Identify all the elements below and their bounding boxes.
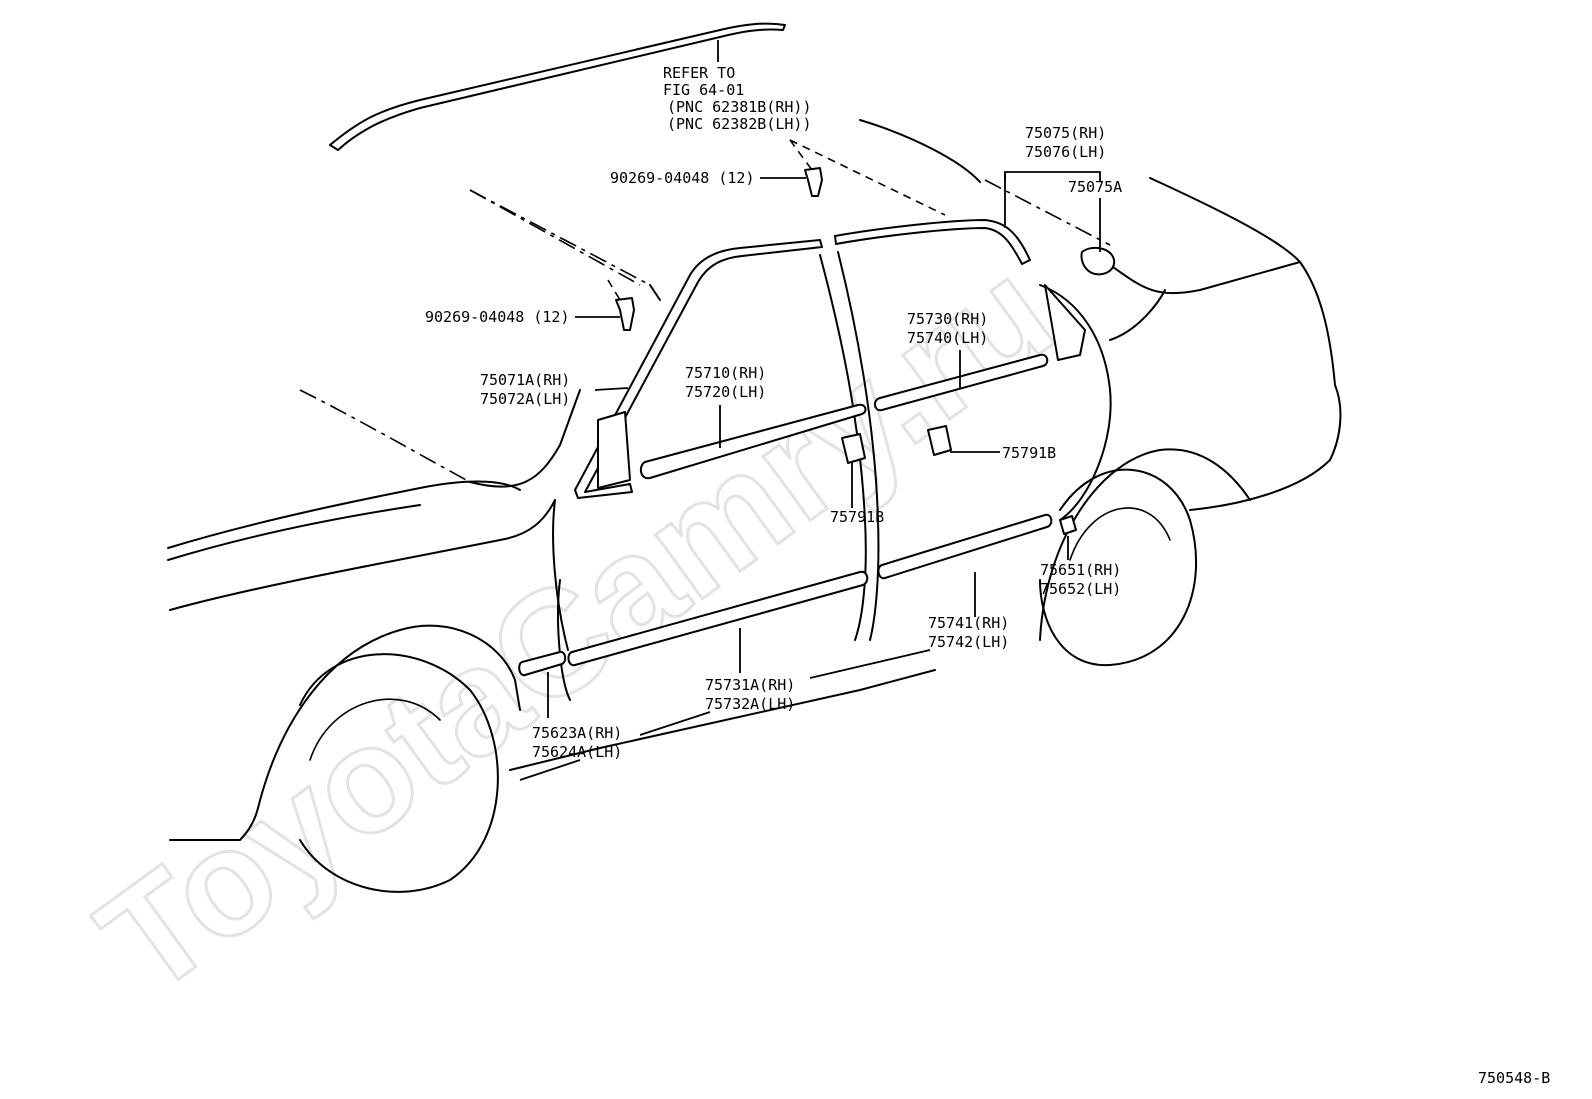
clip-screw-upper bbox=[804, 167, 823, 197]
clip-screw-lower bbox=[615, 297, 635, 331]
b-pillar-line-2 bbox=[837, 251, 880, 641]
front-tire bbox=[299, 653, 499, 893]
refer-note-line4: (PNC 62382B(LH)) bbox=[667, 115, 812, 133]
label-front-frame-rh[interactable]: 75071A(RH) bbox=[480, 371, 570, 389]
rocker-line bbox=[509, 669, 936, 771]
front-door-frame-molding bbox=[574, 239, 823, 499]
rear-roof-dashed bbox=[984, 179, 1111, 246]
label-fender-lh[interactable]: 75624A(LH) bbox=[532, 743, 622, 761]
rear-arch bbox=[1039, 448, 1251, 641]
rear-quarter bbox=[1109, 289, 1166, 341]
rear-window-edge bbox=[859, 119, 981, 183]
refer-note-line1: REFER TO bbox=[663, 64, 735, 82]
leader-lines bbox=[519, 40, 1101, 781]
a-pillar bbox=[649, 284, 661, 301]
labels: REFER TO FIG 64-01 (PNC 62381B(RH)) (PNC… bbox=[425, 64, 1550, 1087]
rear-belt-molding bbox=[874, 353, 1049, 412]
front-bumper-lower bbox=[169, 807, 259, 841]
rear-end-piece bbox=[1059, 515, 1077, 535]
windshield-top bbox=[469, 189, 651, 286]
front-body bbox=[169, 499, 556, 611]
fender-molding bbox=[518, 650, 567, 677]
label-front-side-lh[interactable]: 75732A(LH) bbox=[705, 695, 795, 713]
label-clip-lower[interactable]: 90269-04048 (12) bbox=[425, 308, 570, 326]
label-clip-upper[interactable]: 90269-04048 (12) bbox=[610, 169, 755, 187]
hood-centerline bbox=[299, 389, 471, 483]
label-rear-belt-lh[interactable]: 75740(LH) bbox=[907, 329, 988, 347]
front-tire-inner bbox=[309, 698, 441, 761]
rear-tire bbox=[1039, 468, 1198, 667]
moldings bbox=[518, 167, 1116, 677]
trunk-top bbox=[1149, 177, 1336, 386]
label-rear-upper-lh[interactable]: 75076(LH) bbox=[1025, 143, 1106, 161]
label-rear-belt-rh[interactable]: 75730(RH) bbox=[907, 310, 988, 328]
clip-b-front bbox=[841, 433, 866, 464]
front-corner-piece bbox=[597, 411, 631, 489]
rear-door-rear-edge bbox=[1039, 284, 1112, 521]
car-body bbox=[167, 22, 1342, 893]
rear-side-molding bbox=[877, 513, 1053, 580]
rear-quarter-window-trim bbox=[1044, 284, 1086, 361]
figure-id: 750548-B bbox=[1478, 1069, 1550, 1087]
hood-line bbox=[167, 480, 521, 549]
rear-door-frame-molding bbox=[834, 219, 1031, 265]
label-rear-end-lh[interactable]: 75652(LH) bbox=[1040, 580, 1121, 598]
label-front-belt-rh[interactable]: 75710(RH) bbox=[685, 364, 766, 382]
clip-b-rear bbox=[927, 425, 952, 456]
windshield-base bbox=[469, 389, 581, 488]
trunk-deck bbox=[1099, 257, 1301, 295]
label-rear-end-rh[interactable]: 75651(RH) bbox=[1040, 561, 1121, 579]
label-clip-b-lower[interactable]: 75791B bbox=[830, 508, 884, 526]
roof-dashed bbox=[469, 189, 641, 286]
label-front-side-rh[interactable]: 75731A(RH) bbox=[705, 676, 795, 694]
label-clip-b-right[interactable]: 75791B bbox=[1002, 444, 1056, 462]
label-front-belt-lh[interactable]: 75720(LH) bbox=[685, 383, 766, 401]
refer-note-line2: FIG 64-01 bbox=[663, 81, 744, 99]
rocker-line-2 bbox=[557, 579, 571, 701]
label-rear-side-lh[interactable]: 75742(LH) bbox=[928, 633, 1009, 651]
front-side-molding bbox=[567, 570, 869, 667]
rear-window-dash bbox=[789, 139, 946, 216]
hood-line-2 bbox=[167, 504, 421, 561]
front-door-edge bbox=[552, 499, 569, 651]
rear-clip-75075a bbox=[1080, 246, 1116, 276]
front-belt-molding bbox=[639, 403, 867, 480]
rear-bumper bbox=[1189, 384, 1342, 511]
label-rear-clip[interactable]: 75075A bbox=[1068, 178, 1122, 196]
b-pillar-line bbox=[819, 254, 867, 641]
label-fender-rh[interactable]: 75623A(RH) bbox=[532, 724, 622, 742]
roof-molding bbox=[329, 22, 786, 151]
rear-tire-inner bbox=[1069, 507, 1171, 561]
refer-note-line3: (PNC 62381B(RH)) bbox=[667, 98, 812, 116]
front-wheel-arch bbox=[257, 624, 521, 809]
label-rear-side-rh[interactable]: 75741(RH) bbox=[928, 614, 1009, 632]
label-rear-upper-rh[interactable]: 75075(RH) bbox=[1025, 124, 1106, 142]
label-front-frame-lh[interactable]: 75072A(LH) bbox=[480, 390, 570, 408]
